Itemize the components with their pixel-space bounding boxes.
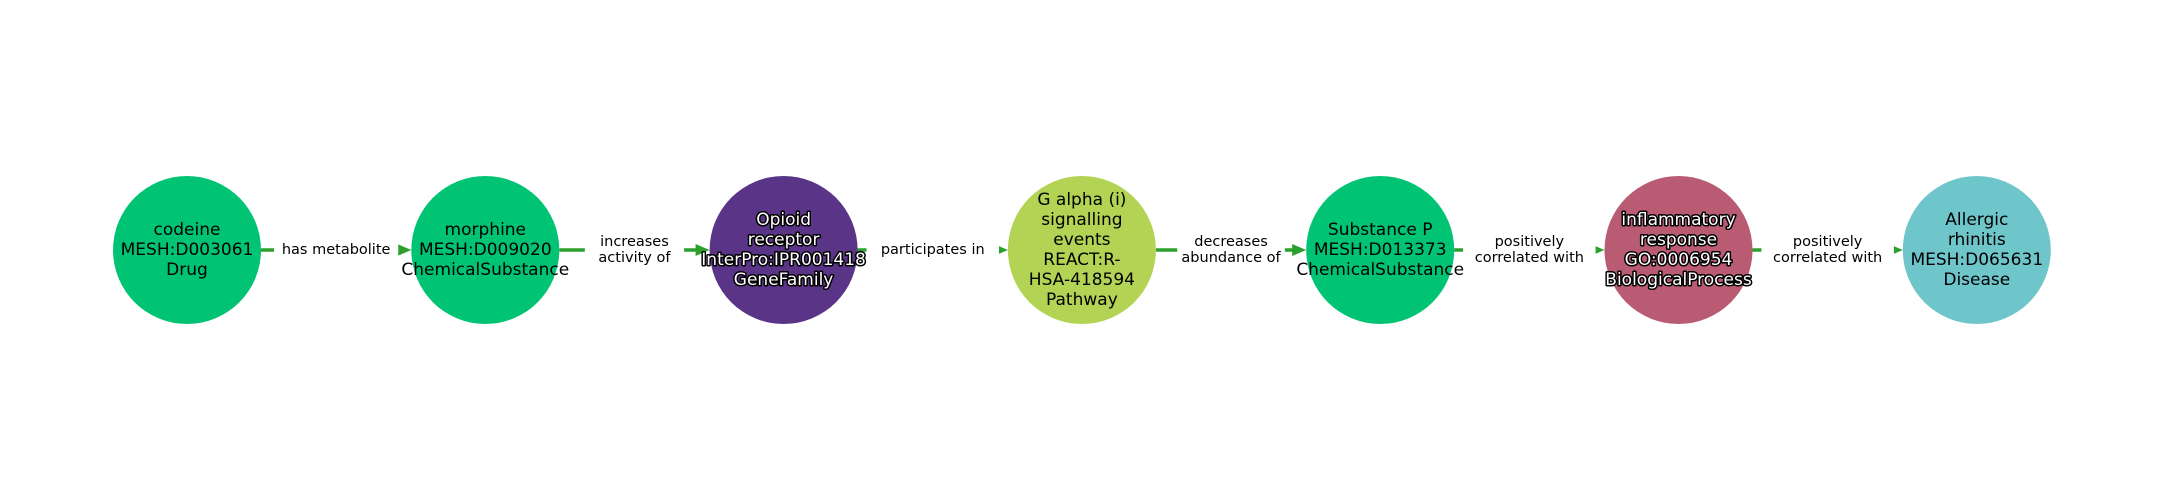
node-label-line: HSA-418594 xyxy=(1029,270,1135,290)
node-label-line: receptor xyxy=(748,230,820,250)
node-label-line: events xyxy=(1053,230,1110,250)
node-label-line: ChemicalSubstance xyxy=(1296,260,1464,280)
node-label-line: G alpha (i) xyxy=(1037,190,1126,210)
node-label-line: MESH:D013373 xyxy=(1314,240,1447,260)
node-circle xyxy=(1604,176,1753,324)
node-label-line: response xyxy=(1640,230,1717,250)
node-label-line: rhinitis xyxy=(1948,230,2006,250)
node-label-line: InterPro:IPR001418 xyxy=(701,250,866,270)
edge-label-0: has metabolite xyxy=(274,240,399,260)
edge-label-background xyxy=(866,240,999,260)
edge-label-background xyxy=(1761,232,1894,268)
node-circle xyxy=(709,176,858,324)
node-circle xyxy=(1306,176,1455,324)
edge-label-line: activity of xyxy=(598,250,671,266)
edge-label-line: participates in xyxy=(881,242,985,258)
node-label-line: Drug xyxy=(166,260,208,280)
edge-label-line: positively xyxy=(1495,234,1565,250)
edge-label-2: participates in xyxy=(866,240,999,260)
edge-label-line: positively xyxy=(1793,234,1863,250)
edge-arrowhead xyxy=(397,244,412,256)
edge-label-background xyxy=(1177,232,1285,268)
node-label-line: MESH:D009020 xyxy=(419,240,552,260)
node-label-line: codeine xyxy=(154,220,221,240)
node-circle xyxy=(1902,176,2051,324)
node-label-line: MESH:D065631 xyxy=(1910,250,2043,270)
node-label-line: ChemicalSubstance xyxy=(401,260,569,280)
edge-arrowhead xyxy=(1292,244,1307,256)
node-label-line: Substance P xyxy=(1328,220,1433,240)
node-label-line: MESH:D003061 xyxy=(121,240,254,260)
edge-label-line: correlated with xyxy=(1475,250,1584,266)
node-label-line: inflammatory xyxy=(1621,210,1735,230)
node-circle xyxy=(1007,176,1156,324)
edge-label-background xyxy=(1463,232,1596,268)
edge-label-line: decreases xyxy=(1194,234,1268,250)
edge-label-background xyxy=(584,232,685,268)
node-label-line: Allergic xyxy=(1945,210,2008,230)
node-label-line: REACT:R- xyxy=(1043,250,1120,270)
edge-label-background xyxy=(274,240,399,260)
node-label-line: GeneFamily xyxy=(734,270,834,290)
edge-label-text: participates in xyxy=(881,242,985,258)
node-label-line: Pathway xyxy=(1046,290,1118,310)
node-circle xyxy=(411,176,560,324)
edge-label-text: has metabolite xyxy=(282,242,391,258)
node-label-line: Disease xyxy=(1943,270,2010,290)
node-label-line: BiologicalProcess xyxy=(1605,270,1752,290)
edge-arrowhead xyxy=(695,244,710,256)
node-label-line: signalling xyxy=(1041,210,1122,230)
edge-label-line: abundance of xyxy=(1181,250,1281,266)
edge-label-line: correlated with xyxy=(1773,250,1882,266)
node-label-line: GO:0006954 xyxy=(1625,250,1733,270)
node-circle xyxy=(113,176,261,324)
edge-label-line: has metabolite xyxy=(282,242,391,258)
node-label-line: Opioid xyxy=(756,210,811,230)
node-label-line: morphine xyxy=(445,220,526,240)
edge-label-line: increases xyxy=(600,234,669,250)
